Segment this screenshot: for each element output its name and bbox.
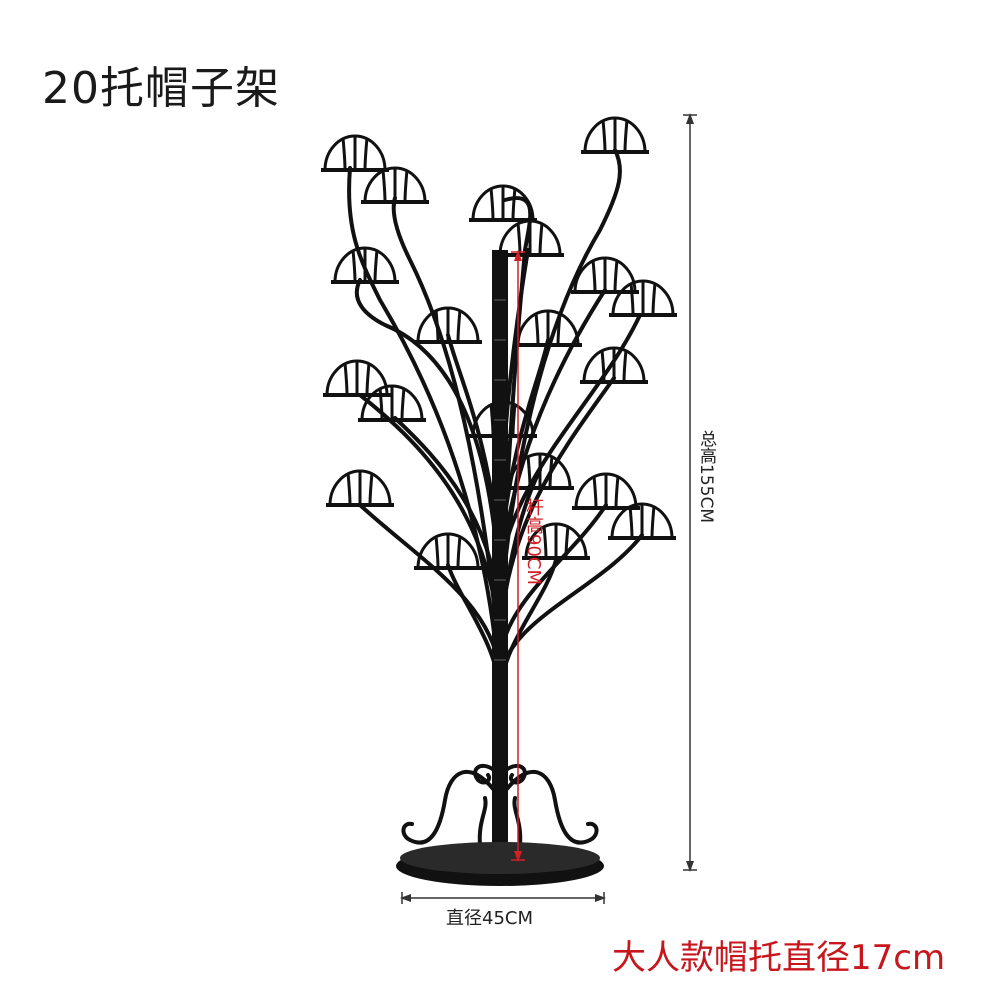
center-pole: [492, 250, 508, 855]
cap-holder: [331, 246, 399, 284]
cap-holder: [580, 346, 648, 384]
total-height-label: 总高155CM: [696, 430, 716, 523]
pole-height-label: 杆高90CM: [523, 498, 544, 586]
pole-height-dimension: [511, 250, 525, 862]
cap-holder: [581, 116, 649, 154]
cap-holder-note: 大人款帽托直径17cm: [612, 938, 946, 978]
cap-holder: [414, 532, 482, 570]
cap-holder: [496, 219, 564, 257]
cap-holder: [414, 306, 482, 344]
cap-holder: [358, 384, 426, 422]
base-disc: [396, 842, 604, 886]
cap-holders: [321, 116, 677, 570]
cap-holder: [321, 134, 389, 172]
base-diameter-label: 直径45CM: [446, 908, 534, 929]
cap-holder: [608, 502, 676, 540]
cap-holder: [572, 472, 640, 510]
cap-holder: [361, 166, 429, 204]
base-legs: [401, 763, 599, 847]
cap-holder: [506, 452, 574, 490]
product-title: 20托帽子架: [42, 63, 280, 114]
total-height-dimension: [683, 113, 697, 872]
cap-holder: [522, 522, 590, 560]
cap-holder: [326, 469, 394, 507]
base-diameter-dimension: [400, 892, 606, 904]
cap-holder: [609, 279, 677, 317]
cap-holder: [514, 309, 582, 347]
